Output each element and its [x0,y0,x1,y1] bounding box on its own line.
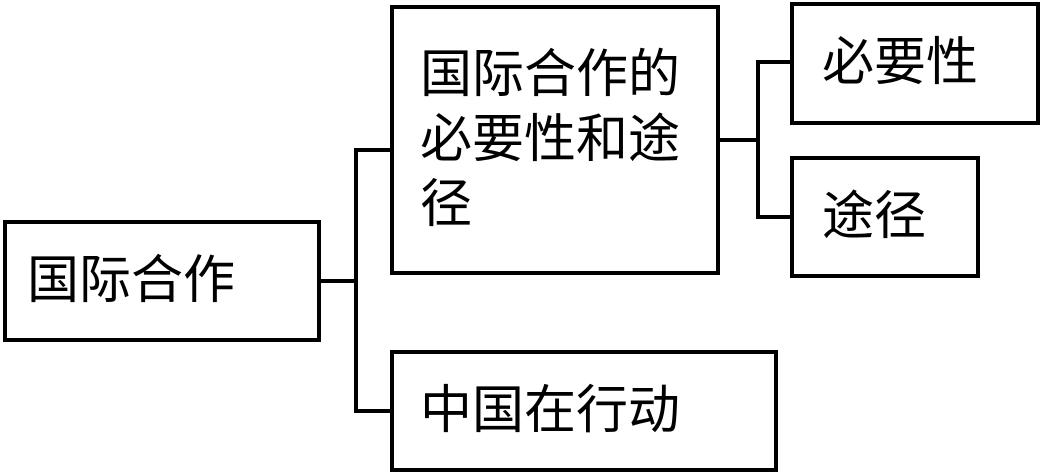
node-path: 途径 [790,156,980,278]
node-path-label: 途径 [822,186,927,247]
node-china-in-action: 中国在行动 [390,350,778,472]
node-china-in-action-label: 中国在行动 [420,380,681,441]
node-necessity-label: 必要性 [822,33,979,94]
node-necessity-and-path-label: 国际合作的必要性和途径 [420,44,681,235]
root-node: 国际合作 [3,220,321,342]
node-necessity: 必要性 [790,2,1040,125]
root-node-label: 国际合作 [27,250,236,311]
node-necessity-and-path: 国际合作的必要性和途径 [390,5,720,275]
